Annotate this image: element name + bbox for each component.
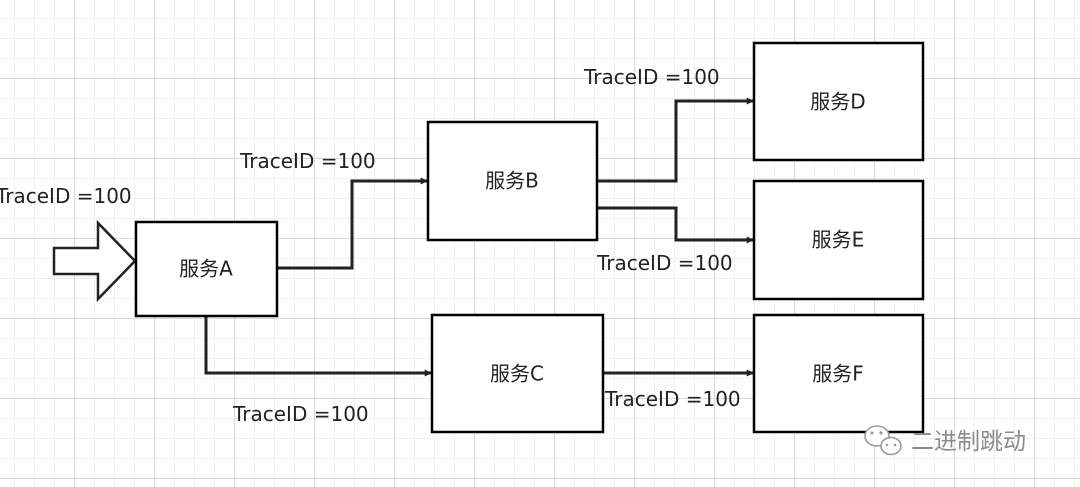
service-c-label: 服务C <box>490 362 544 386</box>
service-d-label: 服务D <box>810 90 865 114</box>
service-c-box <box>430 313 605 434</box>
wechat-icon-eyes <box>870 431 897 447</box>
watermark-text: 二进制跳动 <box>911 429 1026 455</box>
a-to-c-edge-label: TraceID =100 <box>232 402 369 426</box>
service-f-box <box>752 313 925 434</box>
service-e-label: 服务E <box>812 228 865 252</box>
service-f-label: 服务F <box>812 362 864 386</box>
service-b-box <box>426 120 599 242</box>
b-to-e-edge-label: TraceID =100 <box>596 251 733 275</box>
b-to-d-edge-label: TraceID =100 <box>583 65 720 89</box>
entry-edge-label: TraceID =100 <box>0 184 132 208</box>
c-to-f-edge-label: TraceID =100 <box>604 387 741 411</box>
service-e-box <box>752 179 925 301</box>
entry-arrow <box>52 219 137 303</box>
service-b-label: 服务B <box>485 169 539 193</box>
edge-b-to-e <box>597 206 754 244</box>
edge-b-to-d <box>597 97 754 183</box>
wechat-icon <box>864 425 902 456</box>
edge-a-to-b <box>277 177 428 270</box>
service-d-box <box>752 41 925 162</box>
service-a-label: 服务A <box>179 257 233 281</box>
a-to-b-edge-label: TraceID =100 <box>239 149 376 173</box>
service-a-box <box>134 220 279 318</box>
edge-a-to-c <box>204 316 432 377</box>
